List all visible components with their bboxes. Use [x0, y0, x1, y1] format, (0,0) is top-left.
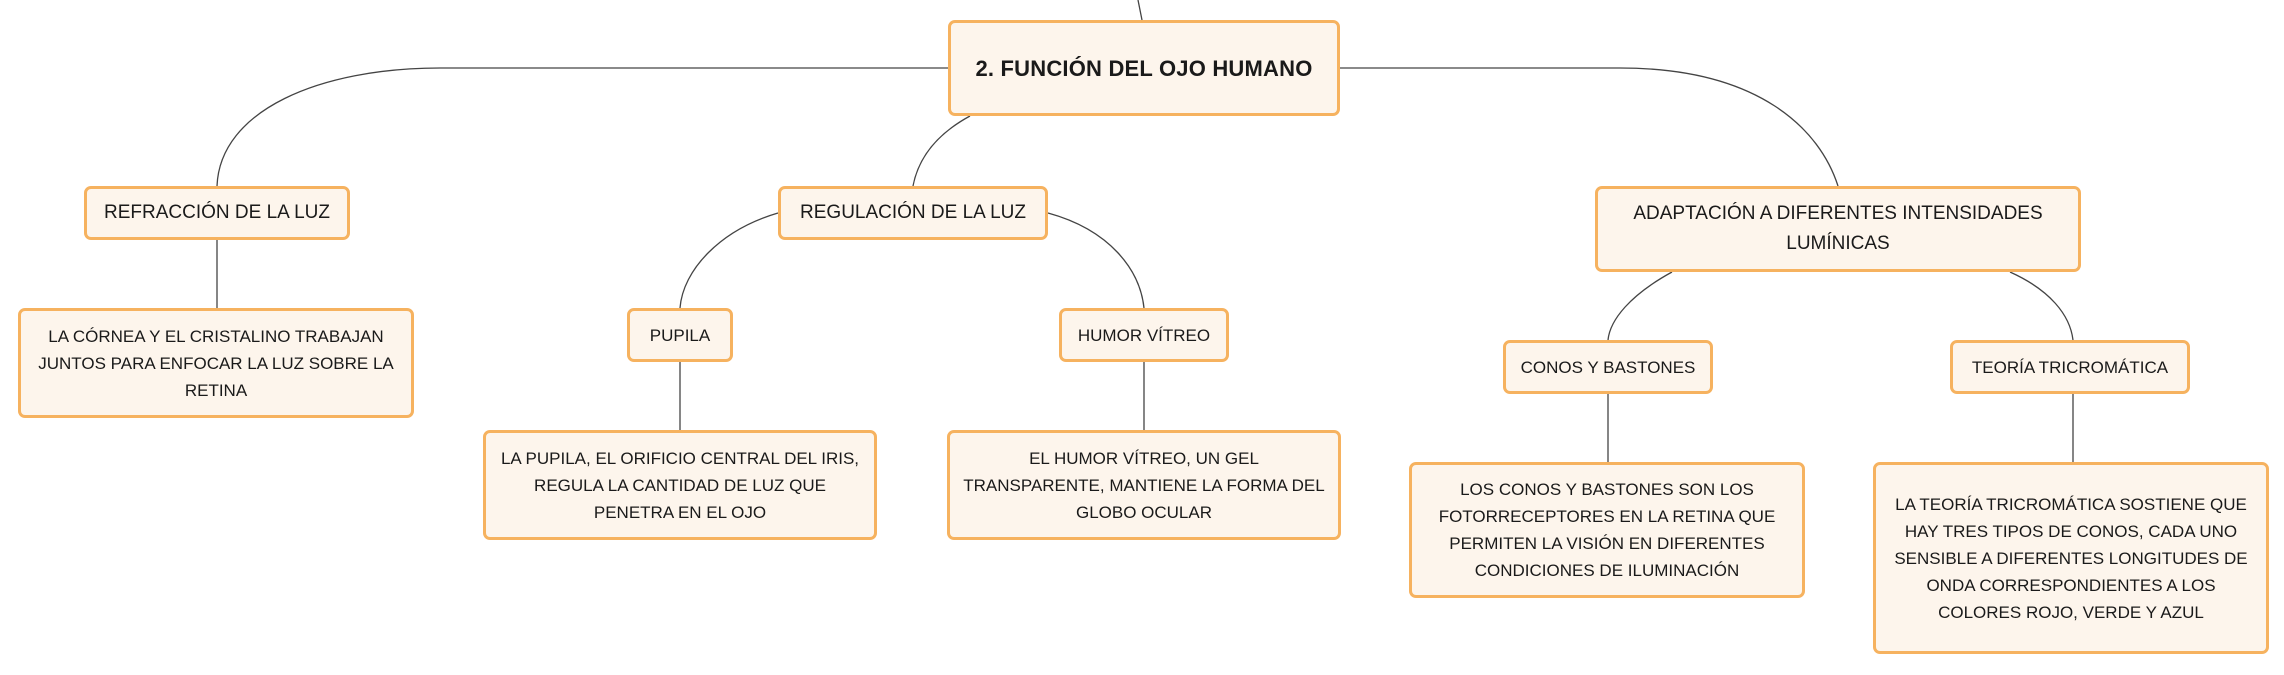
connector-regulacion-pupila [679, 212, 779, 309]
connector-adaptacion-conos [1607, 271, 1673, 341]
node-label: LOS CONOS Y BASTONES SON LOS FOTORRECEPT… [1438, 480, 1776, 580]
node-label: EL HUMOR VÍTREO, UN GEL TRANSPARENTE, MA… [963, 448, 1325, 522]
node-label: LA PUPILA, EL ORIFICIO CENTRAL DEL IRIS,… [500, 448, 860, 522]
connector-root-regulacion [912, 115, 971, 187]
node-label: TEORÍA TRICROMÁTICA [1971, 357, 2169, 377]
node-label: CONOS Y BASTONES [1520, 357, 1696, 377]
connector-root-refraccion [216, 67, 948, 187]
node-label: LA CÓRNEA Y EL CRISTALINO TRABAJAN JUNTO… [38, 326, 394, 400]
root-node[interactable]: 2. FUNCIÓN DEL OJO HUMANO [948, 20, 1340, 116]
node-label: LA TEORÍA TRICROMÁTICA SOSTIENE QUE HAY … [1894, 494, 2248, 622]
connector-root-parent [1137, 0, 1143, 21]
node-label: REFRACCIÓN DE LA LUZ [104, 202, 330, 223]
node-refraccion-de-la-luz[interactable]: REFRACCIÓN DE LA LUZ [84, 186, 350, 240]
node-pupila[interactable]: PUPILA [627, 308, 733, 362]
node-conos-y-bastones[interactable]: CONOS Y BASTONES [1503, 340, 1713, 394]
node-humor-vitreo[interactable]: HUMOR VÍTREO [1059, 308, 1229, 362]
node-pupila-detail[interactable]: LA PUPILA, EL ORIFICIO CENTRAL DEL IRIS,… [483, 430, 877, 540]
node-adaptacion-intensidades[interactable]: ADAPTACIÓN A DIFERENTES INTENSIDADES LUM… [1595, 186, 2081, 272]
node-refraccion-detail[interactable]: LA CÓRNEA Y EL CRISTALINO TRABAJAN JUNTO… [18, 308, 414, 418]
root-node-label: 2. FUNCIÓN DEL OJO HUMANO [975, 55, 1313, 81]
connector-adaptacion-teoria [2009, 271, 2074, 341]
connector-regulacion-humor [1047, 212, 1145, 309]
node-label: PUPILA [649, 325, 711, 345]
node-teoria-tricromatica-detail[interactable]: LA TEORÍA TRICROMÁTICA SOSTIENE QUE HAY … [1873, 462, 2269, 654]
node-label: ADAPTACIÓN A DIFERENTES INTENSIDADES LUM… [1633, 203, 2043, 254]
connector-root-adaptacion [1340, 67, 1839, 187]
node-teoria-tricromatica[interactable]: TEORÍA TRICROMÁTICA [1950, 340, 2190, 394]
node-conos-y-bastones-detail[interactable]: LOS CONOS Y BASTONES SON LOS FOTORRECEPT… [1409, 462, 1805, 598]
node-regulacion-de-la-luz[interactable]: REGULACIÓN DE LA LUZ [778, 186, 1048, 240]
node-label: REGULACIÓN DE LA LUZ [800, 202, 1026, 223]
node-humor-vitreo-detail[interactable]: EL HUMOR VÍTREO, UN GEL TRANSPARENTE, MA… [947, 430, 1341, 540]
node-label: HUMOR VÍTREO [1077, 325, 1211, 345]
